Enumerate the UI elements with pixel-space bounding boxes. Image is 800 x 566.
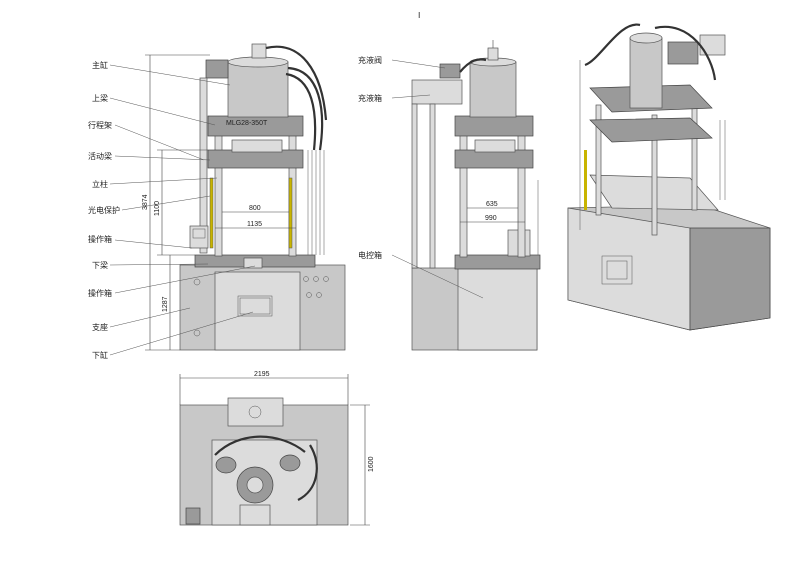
dim-front-inner-width: 800 (249, 205, 261, 212)
page-mark: I (418, 11, 420, 20)
label-electric-box: 电控箱 (358, 250, 382, 260)
front-column-left (214, 119, 223, 257)
label-operation-box-2: 操作箱 (88, 288, 112, 298)
label-fill-tank: 充液箱 (358, 93, 382, 103)
dim-top-width: 2195 (254, 371, 270, 378)
label-column: 立柱 (92, 179, 108, 189)
label-lower-cylinder: 下缸 (92, 350, 108, 360)
front-moving-beam (207, 149, 304, 169)
label-operation-box: 操作箱 (88, 234, 112, 244)
dim-top-depth: 1600 (368, 456, 375, 472)
dim-front-height: 3874 (142, 194, 149, 210)
isometric-view (567, 23, 771, 331)
label-moving-beam: 活动梁 (88, 151, 112, 161)
front-operation-box (189, 225, 209, 249)
top-view: 2195 1600 (179, 371, 375, 526)
label-base: 支座 (92, 322, 108, 332)
dim-front-outer-width: 1135 (247, 221, 262, 228)
label-main-cylinder: 主缸 (92, 60, 108, 70)
side-view: 635 990 充液阀 充液箱 电控箱 (358, 40, 541, 351)
dim-front-stroke: 1100 (154, 201, 161, 216)
label-stroke-frame: 行程架 (88, 120, 112, 130)
front-main-cylinder (227, 61, 289, 118)
label-light-curtain: 光电保护 (88, 205, 120, 215)
label-lower-beam: 下梁 (92, 261, 108, 270)
side-fill-tank (411, 79, 463, 105)
label-fill-valve: 充液阀 (358, 55, 382, 65)
dim-front-table-height: 1287 (162, 296, 169, 312)
label-upper-beam: 上梁 (92, 94, 108, 103)
dim-side-outer-depth: 990 (485, 215, 497, 222)
front-view: MLG28-350T 3874 1100 1287 800 (88, 43, 346, 360)
dim-side-inner-depth: 635 (486, 201, 498, 208)
front-nameplate: MLG28-350T (226, 120, 268, 127)
